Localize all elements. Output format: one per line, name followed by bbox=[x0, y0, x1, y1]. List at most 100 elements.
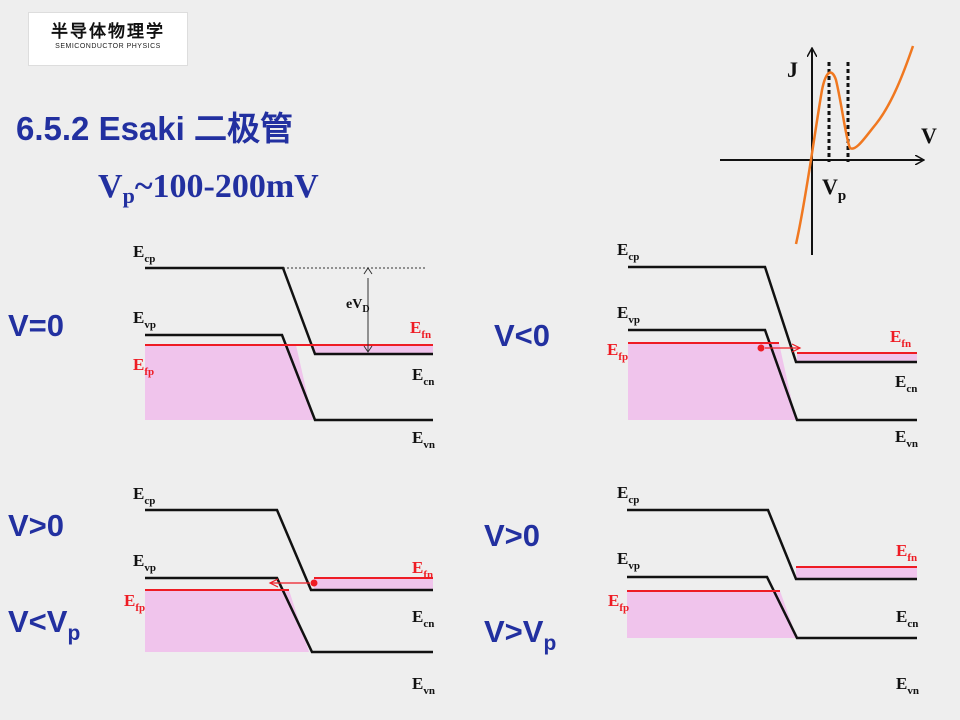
cond-v-less-vp-main: V<V bbox=[8, 604, 68, 639]
electron-dot bbox=[757, 344, 765, 352]
label-ecp-sub: cp bbox=[628, 251, 639, 263]
label-evn: Evn bbox=[412, 428, 435, 451]
label-evn-main: E bbox=[412, 674, 423, 693]
label-efn-sub: fn bbox=[423, 569, 433, 581]
valence-band-edge bbox=[145, 333, 433, 422]
label-efp: Efp bbox=[607, 340, 628, 363]
condition-label-v-less-0: V<0 bbox=[494, 318, 551, 353]
cond-v-greater-vp-main: V>V bbox=[484, 614, 544, 649]
label-efn-main: E bbox=[410, 318, 421, 337]
label-evp: Evp bbox=[133, 308, 156, 331]
label-ecn-main: E bbox=[895, 372, 906, 391]
valence-band-edge bbox=[145, 576, 433, 654]
label-evn-sub: vn bbox=[906, 438, 918, 450]
label-efp-sub: fp bbox=[618, 351, 628, 363]
label-efp: Efp bbox=[608, 591, 629, 614]
j-axis-label: J bbox=[787, 57, 798, 82]
electron-dot bbox=[310, 579, 318, 587]
label-efn: Efn bbox=[412, 558, 433, 581]
filled-states-p-side bbox=[627, 591, 797, 638]
filled-states-n-side bbox=[314, 578, 433, 590]
label-evp-sub: vp bbox=[144, 562, 156, 574]
label-ecp-sub: cp bbox=[144, 253, 155, 265]
label-evn-main: E bbox=[896, 674, 907, 693]
label-efn-sub: fn bbox=[907, 552, 917, 564]
vp-subscript: p bbox=[122, 183, 135, 208]
label-efn-main: E bbox=[412, 558, 423, 577]
label-evn: Evn bbox=[895, 427, 918, 450]
label-efp: Efp bbox=[133, 355, 154, 378]
label-efn: Efn bbox=[410, 318, 431, 341]
label-ecn: Ecn bbox=[412, 365, 434, 388]
evd-label: eVD bbox=[346, 297, 370, 315]
vp-marker-label: Vp bbox=[822, 174, 846, 204]
conduction-band-edge bbox=[628, 265, 917, 364]
evd-sub: D bbox=[362, 304, 369, 315]
evd-main: eV bbox=[346, 297, 362, 312]
label-ecp: Ecp bbox=[133, 242, 155, 265]
condition-label-v-greater-vp: V>Vp bbox=[484, 614, 556, 656]
label-efn-main: E bbox=[896, 541, 907, 560]
label-ecn: Ecn bbox=[412, 607, 434, 630]
label-efp-sub: fp bbox=[619, 602, 629, 614]
valence-band-edge bbox=[628, 328, 917, 422]
band-diagram-v-equal-0: eVD Ecp Evp Efp Efn Ecn Evn bbox=[133, 242, 435, 451]
tunnel-diode-iv-curve bbox=[794, 45, 915, 245]
label-evn-sub: vn bbox=[423, 685, 435, 697]
cond-v-less-vp-sub: p bbox=[67, 622, 81, 645]
condition-label-v-less-vp: V<Vp bbox=[8, 604, 80, 646]
label-efp-sub: fp bbox=[144, 366, 154, 378]
conduction-band-edge bbox=[145, 266, 433, 356]
label-evn: Evn bbox=[896, 674, 919, 697]
label-ecp-main: E bbox=[617, 240, 628, 259]
label-efn-main: E bbox=[890, 327, 901, 346]
slide-title: 6.5.2 Esaki 二极管 bbox=[16, 110, 293, 147]
band-diagram-v-greater-0-less-vp: Ecp Evp Efp Efn Ecn Evn bbox=[124, 484, 435, 697]
label-ecn-main: E bbox=[412, 607, 423, 626]
vp-marker-sub: p bbox=[838, 188, 846, 204]
label-ecp-sub: cp bbox=[144, 495, 155, 507]
logo-english-text: SEMICONDUCTOR PHYSICS bbox=[55, 43, 161, 50]
label-ecp-main: E bbox=[617, 483, 628, 502]
label-efn-sub: fn bbox=[901, 338, 911, 350]
label-evp-sub: vp bbox=[628, 314, 640, 326]
label-evp-main: E bbox=[617, 303, 628, 322]
label-ecp-sub: cp bbox=[628, 494, 639, 506]
label-efp-main: E bbox=[608, 591, 619, 610]
band-diagram-v-greater-0-greater-vp: Ecp Evp Efp Efn Ecn Evn bbox=[608, 483, 919, 697]
label-efp-main: E bbox=[607, 340, 618, 359]
condition-label-v-greater-0-right: V>0 bbox=[484, 518, 541, 553]
label-efn: Efn bbox=[896, 541, 917, 564]
label-efp-main: E bbox=[124, 591, 135, 610]
label-evp-sub: vp bbox=[628, 560, 640, 572]
logo: 半导体物理学 SEMICONDUCTOR PHYSICS bbox=[28, 12, 188, 66]
label-ecn-sub: cn bbox=[423, 376, 434, 388]
label-evn-sub: vn bbox=[423, 439, 435, 451]
label-efp-sub: fp bbox=[135, 602, 145, 614]
vp-range-value: ~100-200mV bbox=[134, 168, 319, 205]
label-evn-main: E bbox=[895, 427, 906, 446]
label-evp-main: E bbox=[133, 308, 144, 327]
cond-v-greater-vp-sub: p bbox=[543, 632, 557, 655]
iv-curve-inset: J V Vp bbox=[720, 45, 937, 255]
label-ecn-main: E bbox=[896, 607, 907, 626]
v-axis-label: V bbox=[921, 123, 937, 148]
condition-label-v-greater-0-left: V>0 bbox=[8, 508, 65, 543]
label-evp-sub: vp bbox=[144, 319, 156, 331]
label-evn-main: E bbox=[412, 428, 423, 447]
logo-chinese-text: 半导体物理学 bbox=[51, 22, 165, 42]
condition-label-v-equal-0: V=0 bbox=[8, 308, 65, 343]
label-evn-sub: vn bbox=[907, 685, 919, 697]
label-ecp: Ecp bbox=[133, 484, 155, 507]
label-efn: Efn bbox=[890, 327, 911, 350]
label-evp: Evp bbox=[133, 551, 156, 574]
vp-marker-main: V bbox=[822, 174, 838, 199]
filled-states-n-side bbox=[313, 345, 433, 353]
label-ecp-main: E bbox=[133, 484, 144, 503]
filled-states-n-side bbox=[797, 353, 917, 363]
conduction-band-edge bbox=[627, 508, 917, 581]
label-efp: Efp bbox=[124, 591, 145, 614]
conduction-band-edge bbox=[145, 508, 433, 592]
label-ecn: Ecn bbox=[895, 372, 917, 395]
label-evp: Evp bbox=[617, 303, 640, 326]
